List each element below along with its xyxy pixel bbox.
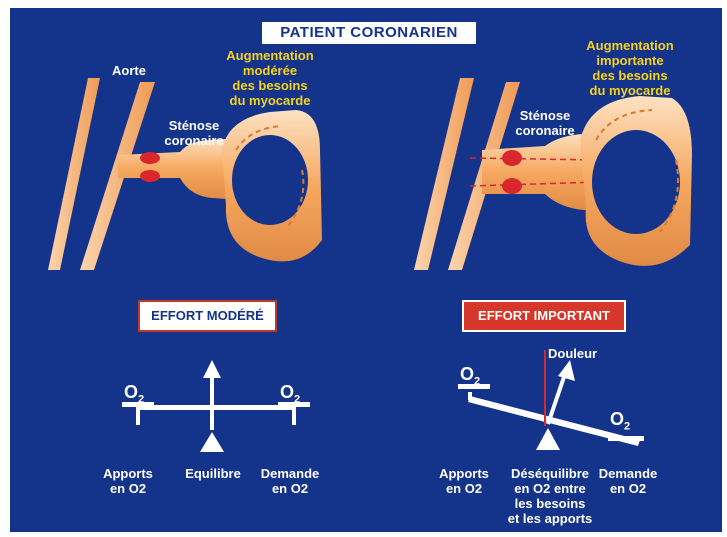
o2-right-demande: O2	[610, 410, 630, 436]
label-aorte: Aorte	[112, 63, 146, 78]
left-myocardium	[222, 110, 322, 261]
page-title: PATIENT CORONARIEN	[262, 22, 476, 44]
right-arrow-head	[558, 360, 575, 381]
left-arrow-head	[203, 360, 221, 378]
label-equilibre: Equilibre	[178, 466, 248, 481]
effort-important-label: EFFORT IMPORTANT	[462, 300, 626, 332]
o2-right-apports: O2	[460, 365, 480, 391]
right-stenosis-bottom	[502, 178, 522, 194]
right-myocardium	[580, 96, 692, 266]
left-stenosis-bottom	[140, 170, 160, 182]
right-pan-right	[608, 436, 644, 441]
left-balance-beam	[136, 405, 296, 410]
o2-left-demande: O2	[280, 383, 300, 409]
left-stenosis-top	[140, 152, 160, 164]
label-douleur: Douleur	[548, 346, 597, 361]
right-fulcrum	[536, 428, 560, 450]
effort-modere-label: EFFORT MODÉRÉ	[138, 300, 277, 332]
o2-left-apports: O2	[124, 383, 144, 409]
left-fulcrum	[200, 432, 224, 452]
right-arrow-shaft	[548, 374, 565, 424]
